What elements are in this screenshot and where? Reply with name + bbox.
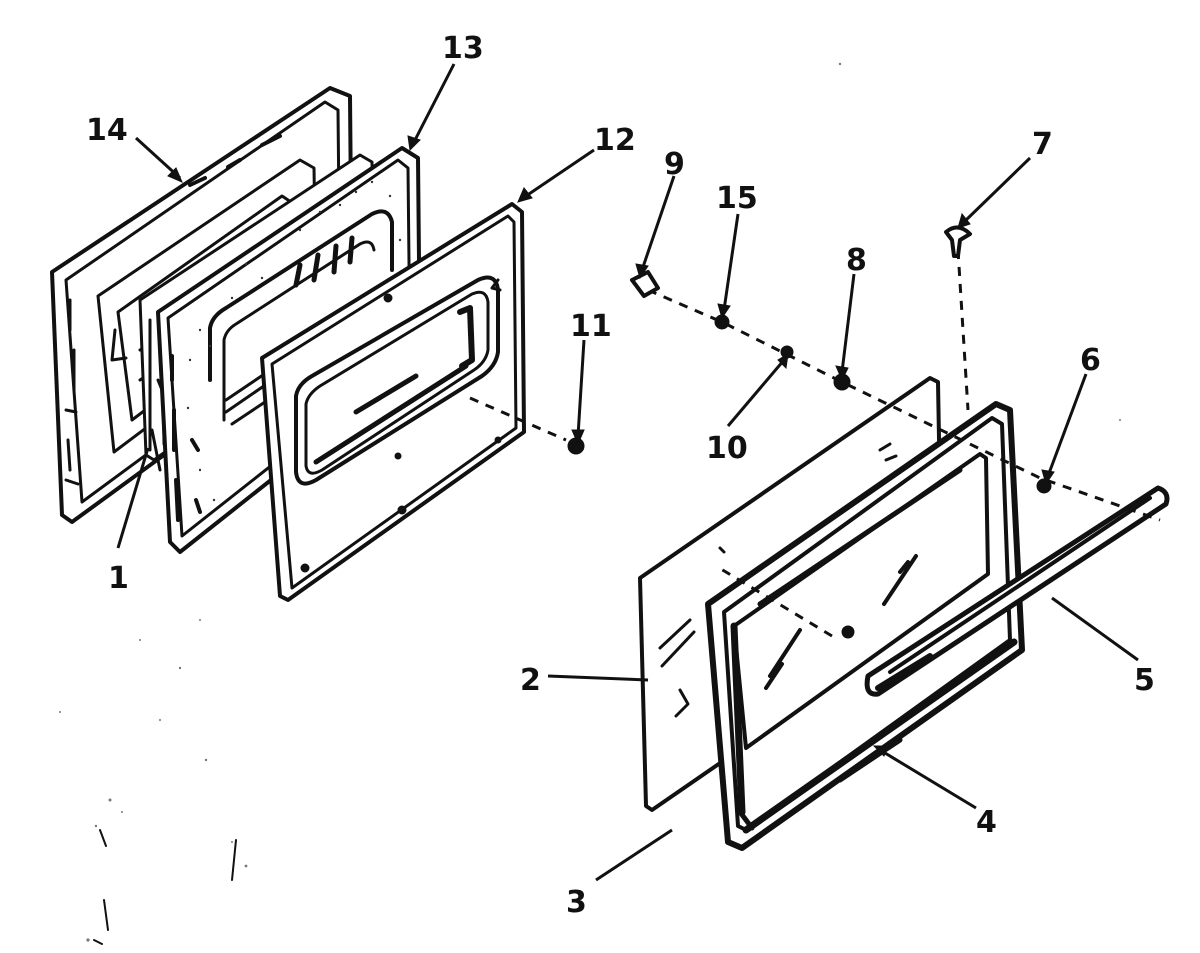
callout-6: 6 [1080, 343, 1101, 378]
callout-labels: 13 14 12 9 15 7 8 11 6 10 1 2 5 4 3 [86, 31, 1155, 920]
part-6-fastener [1036, 478, 1052, 494]
callout-2: 2 [520, 663, 541, 698]
callout-5: 5 [1134, 663, 1155, 698]
callout-7: 7 [1032, 127, 1053, 162]
callout-15: 15 [716, 181, 758, 216]
callout-8: 8 [846, 243, 867, 278]
leader-lines [116, 63, 1139, 882]
callout-11: 11 [570, 309, 612, 344]
callout-13: 13 [442, 31, 484, 66]
callout-3: 3 [566, 885, 587, 920]
callout-12: 12 [594, 123, 636, 158]
callout-10: 10 [706, 431, 748, 466]
part-12-window-frame [260, 202, 526, 602]
part-4-outer-door-frame [705, 401, 1025, 851]
callout-4: 4 [976, 805, 997, 840]
scan-speckles [59, 62, 1121, 945]
callout-1: 1 [108, 561, 129, 596]
part-5-door-handle [864, 485, 1170, 697]
callout-9: 9 [664, 147, 685, 182]
callout-14: 14 [86, 113, 128, 148]
part-7-screw [944, 225, 972, 258]
part-9-screw [630, 270, 660, 298]
